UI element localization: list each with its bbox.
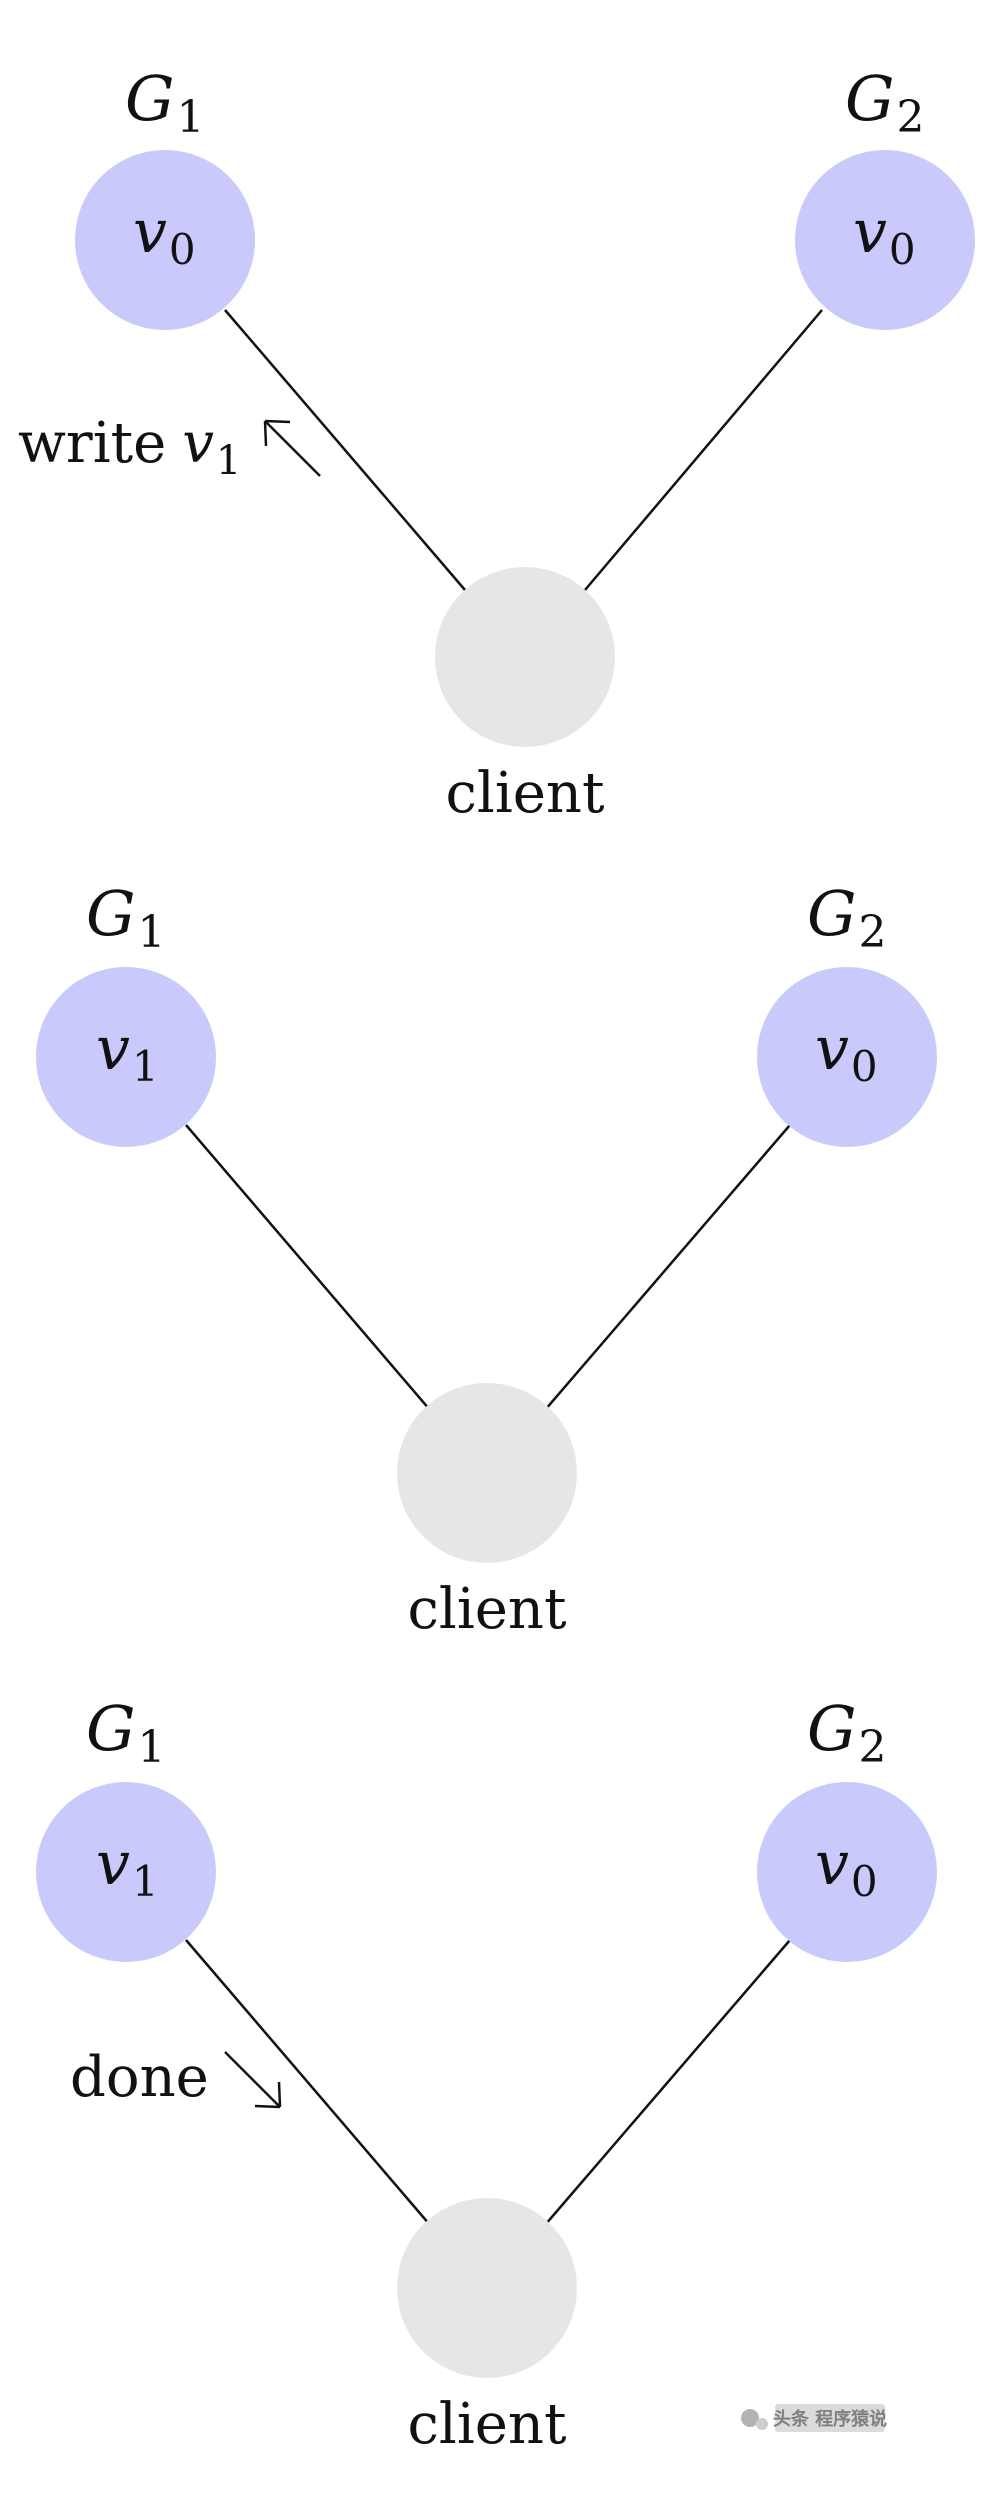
server-label-g2: G2 [807,1692,887,1773]
edge-g1-client [185,1939,431,2226]
watermark-logo-icon [741,2409,759,2427]
arrow-up-left-icon [263,419,321,477]
server-label-g2: G2 [845,62,925,143]
client-label: client [408,2392,567,2457]
edge-g1-client [185,1124,431,1411]
panel-3: G1 G2 v1 v0 client done [36,1692,937,2457]
edge-g2-client [584,309,823,591]
server-label-g2: G2 [807,877,887,958]
server-label-g1: G1 [125,62,205,143]
arrow-down-right-icon [224,2051,282,2109]
value-label-g2: v0 [815,1014,878,1091]
edge-g1-client [224,309,466,591]
client-label: client [446,761,605,826]
server-node-g2 [757,1782,937,1962]
value-label-g1: v0 [133,197,196,274]
client-label: client [408,1577,567,1642]
value-label-g2: v0 [853,197,916,274]
client-node [435,567,615,747]
watermark: 头条 程序猿说 [741,2404,887,2432]
server-node-g1 [75,150,255,330]
client-node [397,2198,577,2378]
server-node-g1 [36,1782,216,1962]
client-node [397,1383,577,1563]
server-label-g1: G1 [86,1692,166,1773]
watermark-text: 头条 程序猿说 [773,2408,887,2430]
value-label-g1: v1 [96,1829,159,1906]
edge-g2-client [544,1124,791,1411]
server-label-g1: G1 [86,877,166,958]
value-label-g1: v1 [96,1014,159,1091]
value-label-g2: v0 [815,1829,878,1906]
panel-2: G1 G2 v1 v0 client [36,877,937,1642]
server-node-g2 [757,967,937,1147]
edge-g2-client [544,1939,791,2226]
message-done: done [70,2045,209,2110]
server-node-g1 [36,967,216,1147]
server-node-g2 [795,150,975,330]
